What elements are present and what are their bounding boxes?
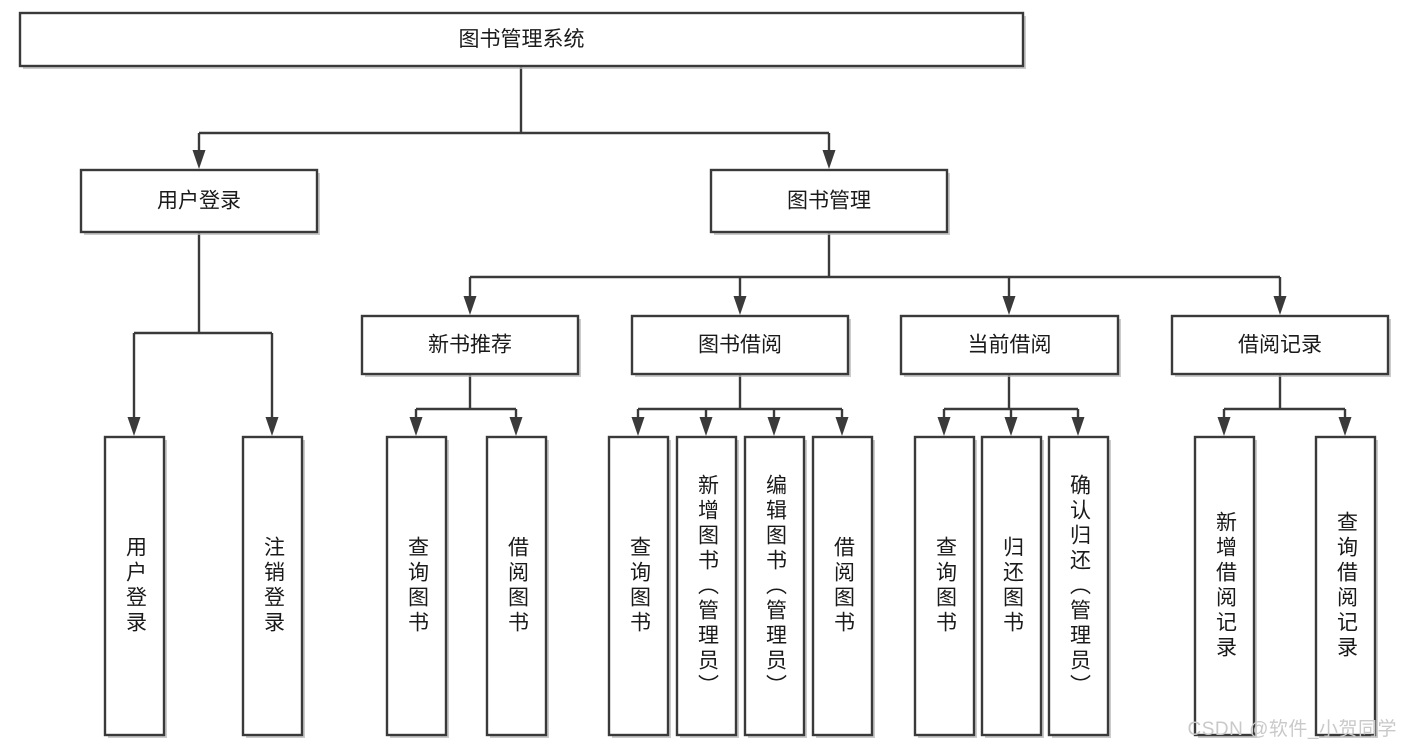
node-box[interactable] [899,314,1120,376]
node-borrow-record[interactable]: 借阅记录 [1170,314,1391,377]
connector-layer [127,66,1352,436]
node-current-borrow[interactable]: 当前借阅 [899,314,1121,377]
node-leaf-borrow-book-rec[interactable] [485,435,549,738]
node-leaf-query-book-b[interactable] [607,435,671,738]
node-box[interactable] [709,168,949,234]
node-book-borrow[interactable]: 图书借阅 [630,314,851,377]
node-label: 借阅记录 [1238,334,1322,357]
node-box[interactable] [1047,435,1110,737]
node-box[interactable] [1314,435,1377,737]
node-box[interactable] [743,435,806,737]
arrow-head-icon [1273,296,1287,315]
node-box[interactable] [980,435,1043,737]
node-leaf-return-book[interactable] [980,435,1044,738]
node-box[interactable] [913,435,976,737]
node-new-book-rec[interactable]: 新书推荐 [360,314,581,377]
node-box[interactable] [675,435,738,737]
node-box[interactable] [1170,314,1390,376]
arrow-head-icon [192,150,206,169]
node-book-manage[interactable]: 图书管理 [709,168,950,235]
node-label: 图书借阅 [698,334,782,357]
node-leaf-add-record[interactable] [1193,435,1257,738]
node-label: 用户登录 [157,190,241,213]
node-box[interactable] [103,435,166,737]
connector-group-borrow-record [1217,374,1352,436]
node-leaf-query-book-rec[interactable] [385,435,449,738]
arrow-head-icon [1004,417,1018,436]
connector-group-book-borrow [631,374,849,436]
arrow-head-icon [1338,417,1352,436]
node-leaf-logout[interactable] [241,435,305,738]
node-leaf-confirm-return[interactable] [1047,435,1111,738]
node-label: 当前借阅 [968,334,1052,357]
node-leaf-query-record[interactable] [1314,435,1378,738]
node-box[interactable] [485,435,548,737]
arrow-head-icon [509,417,523,436]
node-leaf-query-book-c[interactable] [913,435,977,738]
arrow-head-icon [699,417,713,436]
node-user-login[interactable]: 用户登录 [79,168,320,235]
node-box[interactable] [79,168,319,234]
connector-group-new-book-rec [409,374,523,436]
arrow-head-icon [463,296,477,315]
node-box[interactable] [18,11,1025,68]
arrow-head-icon [822,150,836,169]
connector-group-root [192,66,836,169]
arrow-head-icon [937,417,951,436]
connector-group-user-login [127,232,279,436]
node-label: 新书推荐 [428,334,512,357]
csdn-watermark: CSDN @软件_小贺同学 [1187,719,1397,740]
arrow-head-icon [1071,417,1085,436]
node-box[interactable] [1193,435,1256,737]
node-leaf-borrow-book-b[interactable] [811,435,875,738]
connector-group-current-borrow [937,374,1085,436]
arrow-head-icon [767,417,781,436]
arrow-head-icon [265,417,279,436]
node-box[interactable] [811,435,874,737]
node-box[interactable] [630,314,850,376]
arrow-head-icon [127,417,141,436]
node-box[interactable] [241,435,304,737]
node-box[interactable] [607,435,670,737]
node-leaf-edit-book[interactable] [743,435,807,738]
node-box[interactable] [360,314,580,376]
arrow-head-icon [733,296,747,315]
arrow-head-icon [631,417,645,436]
node-label: 图书管理系统 [459,28,585,51]
node-box[interactable] [385,435,448,737]
arrow-head-icon [1002,296,1016,315]
arrow-head-icon [409,417,423,436]
node-leaf-user-login[interactable] [103,435,167,738]
arrow-head-icon [835,417,849,436]
connector-group-book-manage [463,232,1287,315]
node-label: 图书管理 [787,190,871,213]
node-root[interactable]: 图书管理系统 [18,11,1026,69]
arrow-head-icon [1217,417,1231,436]
node-leaf-add-book[interactable] [675,435,739,738]
